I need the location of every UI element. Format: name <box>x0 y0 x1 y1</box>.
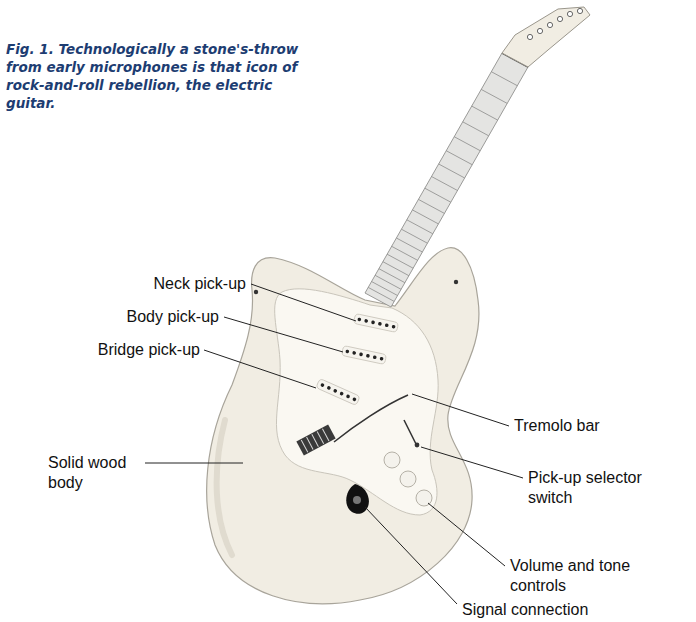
bridge <box>296 424 335 455</box>
tremolo-bar <box>334 395 408 442</box>
neck <box>365 53 528 307</box>
selector-switch <box>404 420 419 447</box>
part-label: Bridge pick-up <box>98 340 200 360</box>
guitar-body <box>207 248 479 604</box>
body-pickup <box>341 346 386 365</box>
neck-pickup <box>353 314 398 333</box>
control-knobs <box>384 452 432 506</box>
bridge-pickup <box>316 378 360 405</box>
part-label: Tremolo bar <box>514 416 600 436</box>
figure-caption: Fig. 1. Technologically a stone's-throw … <box>6 40 324 112</box>
part-label: Volume and tone controls <box>510 556 660 596</box>
pickguard <box>275 289 439 515</box>
part-label: Pick-up selector switch <box>528 468 678 508</box>
output-jack <box>346 484 369 514</box>
part-label: Neck pick-up <box>154 274 246 294</box>
part-label: Solid wood body <box>48 453 144 493</box>
leader-lines <box>145 284 523 604</box>
part-label: Body pick-up <box>127 307 220 327</box>
headstock <box>502 7 590 67</box>
part-label: Signal connection <box>462 600 588 620</box>
